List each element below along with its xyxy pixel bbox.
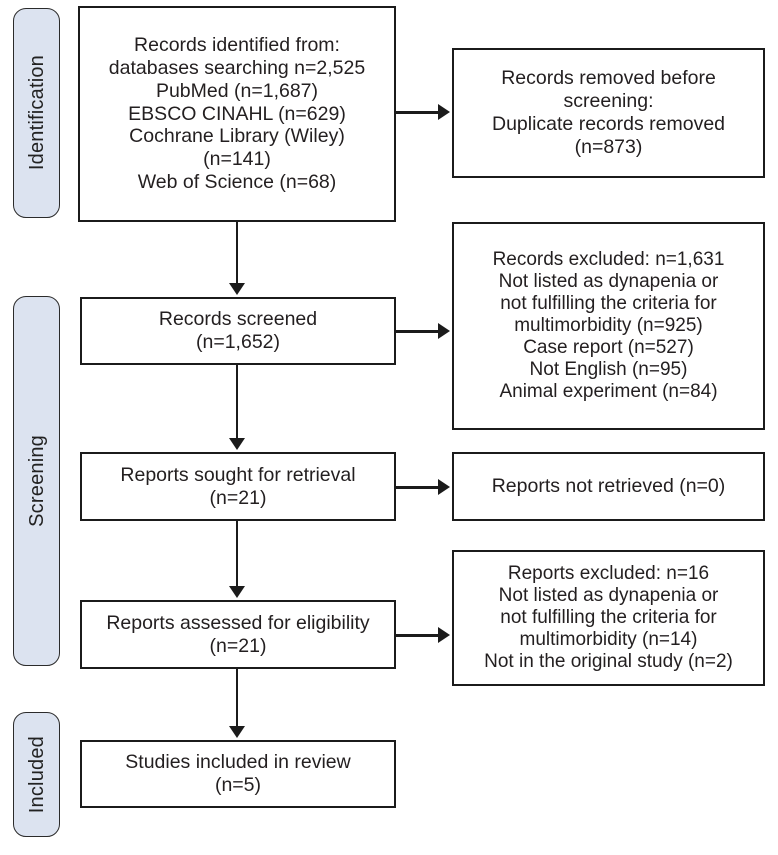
box-records-identified: Records identified from: databases searc… (78, 6, 396, 222)
connector-identified-to-screened (235, 222, 239, 284)
box-records-screened: Records screened (n=1,652) (80, 297, 396, 365)
stage-pill-identification: Identification (13, 8, 60, 218)
connector-sought-to-assessed (235, 521, 239, 587)
box-records-removed-text: Records removed before screening: Duplic… (491, 67, 726, 158)
arrowhead-assessed-to-included (228, 726, 245, 738)
box-reports-assessed-text: Reports assessed for eligibility (n=21) (106, 611, 370, 657)
connector-screened-to-sought (235, 365, 239, 439)
stage-label-identification: Identification (25, 55, 48, 171)
arrowhead-screened-to-excluded (438, 322, 450, 339)
box-records-removed: Records removed before screening: Duplic… (452, 48, 765, 178)
box-records-identified-text: Records identified from: databases searc… (108, 33, 366, 194)
box-reports-assessed: Reports assessed for eligibility (n=21) (80, 600, 396, 669)
connector-assessed-to-included (235, 669, 239, 727)
stage-pill-screening: Screening (13, 296, 60, 666)
arrowhead-sought-to-assessed (228, 586, 245, 598)
arrowhead-identified-to-screened (228, 283, 245, 295)
box-reports-excluded-text: Reports excluded: n=16 Not listed as dyn… (484, 562, 733, 673)
stage-label-screening: Screening (25, 435, 48, 527)
arrowhead-sought-to-not-retrieved (438, 478, 450, 495)
connector-identified-to-removed (396, 111, 440, 114)
connector-sought-to-not-retrieved (396, 486, 440, 489)
box-reports-excluded: Reports excluded: n=16 Not listed as dyn… (452, 550, 765, 686)
box-records-screened-text: Records screened (n=1,652) (158, 308, 318, 353)
connector-screened-to-excluded (396, 330, 440, 333)
arrowhead-identified-to-removed (438, 103, 450, 120)
box-records-excluded-text: Records excluded: n=1,631 Not listed as … (492, 248, 725, 403)
box-studies-included-text: Studies included in review (n=5) (125, 751, 351, 796)
box-reports-sought: Reports sought for retrieval (n=21) (80, 452, 396, 521)
arrowhead-assessed-to-excluded (438, 626, 450, 643)
connector-assessed-to-excluded (396, 634, 440, 637)
stage-label-included: Included (25, 735, 48, 814)
box-records-excluded: Records excluded: n=1,631 Not listed as … (452, 222, 765, 430)
box-studies-included: Studies included in review (n=5) (80, 740, 396, 808)
arrowhead-screened-to-sought (228, 438, 245, 450)
stage-pill-included: Included (13, 712, 60, 837)
box-reports-not-retrieved: Reports not retrieved (n=0) (452, 452, 765, 521)
box-reports-sought-text: Reports sought for retrieval (n=21) (120, 463, 356, 509)
box-reports-not-retrieved-text: Reports not retrieved (n=0) (491, 475, 726, 498)
